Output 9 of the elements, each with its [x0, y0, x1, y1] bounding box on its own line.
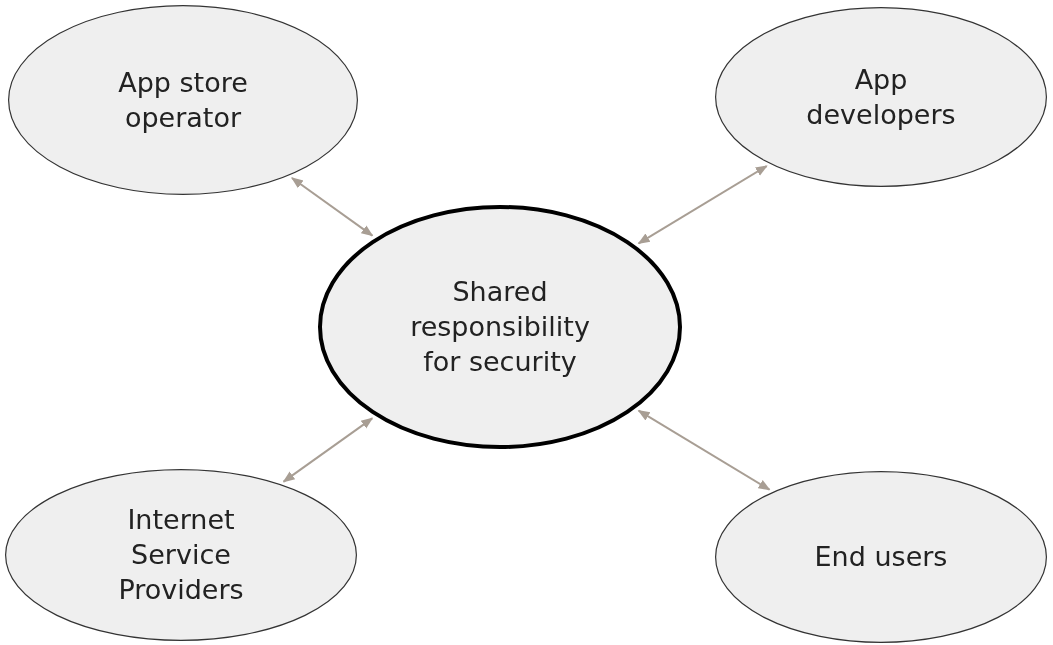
node-label: App developers — [805, 62, 957, 132]
double-arrow — [282, 417, 374, 483]
double-arrow — [637, 165, 768, 245]
node-label: Shared responsibility for security — [409, 275, 591, 380]
double-arrow — [637, 409, 771, 491]
double-arrow — [290, 177, 374, 237]
node-label: End users — [813, 540, 949, 575]
node-label: Internet Service Providers — [117, 503, 245, 608]
node-label: App store operator — [117, 65, 249, 135]
